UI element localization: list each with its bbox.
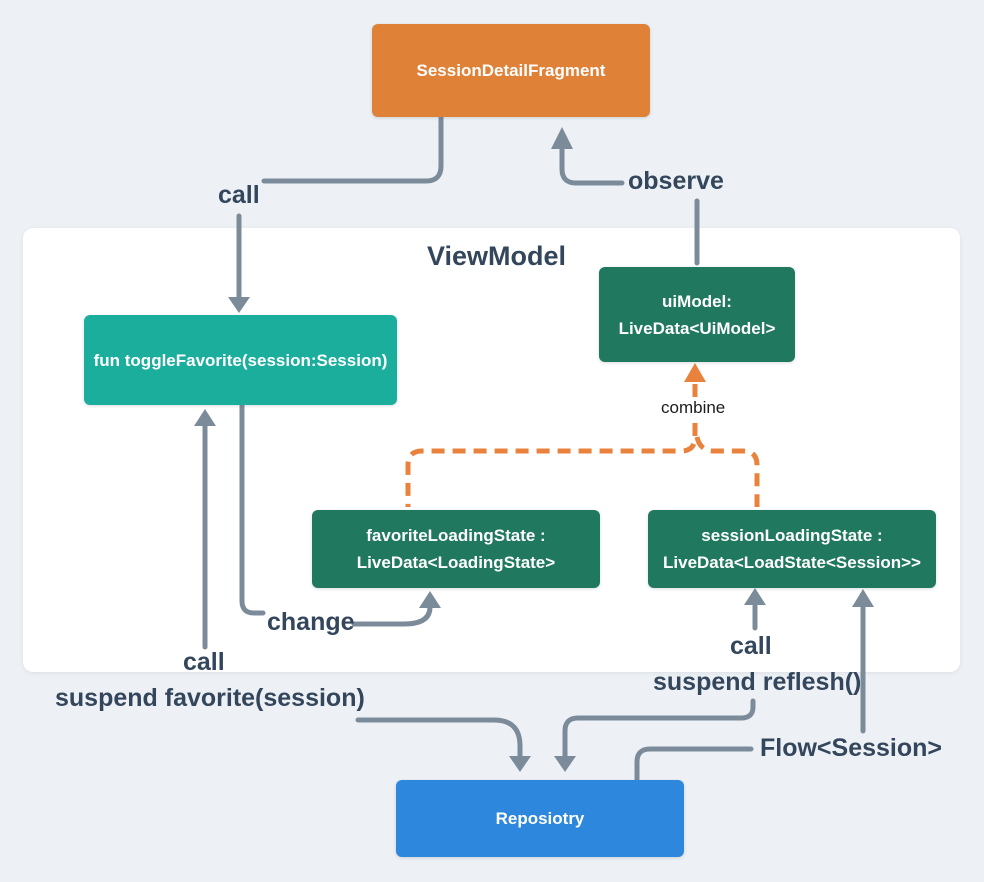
node-ui-model: uiModel: LiveData<UiModel> [599, 267, 795, 362]
edge-label-suspend-reflesh: suspend reflesh() [653, 668, 862, 696]
node-toggle-favorite-label: fun toggleFavorite(session:Session) [93, 350, 388, 370]
edge-label-change: change [267, 608, 355, 636]
node-repository-label: Reposiotry [495, 809, 585, 828]
node-session-detail-fragment-label: SessionDetailFragment [416, 61, 606, 80]
edge-suspend-favorite [355, 717, 523, 760]
node-ui-model-line1: uiModel: [662, 291, 732, 311]
arrowhead-into-repository-left [509, 756, 531, 772]
node-toggle-favorite: fun toggleFavorite(session:Session) [84, 315, 397, 405]
node-favorite-loading-state-line2: LiveData<LoadingState> [356, 553, 556, 572]
node-session-detail-fragment: SessionDetailFragment [372, 24, 650, 117]
edge-label-call-left: call [183, 648, 225, 676]
node-session-loading-state-line1: sessionLoadingState : [701, 526, 883, 545]
viewmodel-panel [23, 228, 960, 672]
node-session-loading-state-line2: LiveData<LoadState<Session>> [663, 553, 921, 572]
edge-observe-upper [559, 145, 625, 186]
node-ui-model-label: uiModel: LiveData<UiModel> [619, 288, 776, 342]
edge-label-flow-session: Flow<Session> [760, 734, 943, 762]
edge-call-top-upper [261, 114, 444, 184]
node-favorite-loading-state-label: favoriteLoadingState : LiveData<LoadingS… [357, 522, 555, 576]
edge-label-call-top: call [218, 181, 260, 209]
node-favorite-loading-state-line1: favoriteLoadingState : [366, 526, 546, 545]
node-repository: Reposiotry [396, 780, 684, 857]
edge-label-combine: combine [661, 398, 726, 417]
edge-label-observe: observe [628, 167, 724, 195]
viewmodel-panel-title: ViewModel [427, 241, 567, 271]
edge-label-suspend-favorite: suspend favorite(session) [55, 684, 365, 712]
node-session-loading-state-label: sessionLoadingState : LiveData<LoadState… [663, 522, 921, 576]
node-favorite-loading-state: favoriteLoadingState : LiveData<LoadingS… [312, 510, 600, 588]
node-session-loading-state: sessionLoadingState : LiveData<LoadState… [648, 510, 936, 588]
edge-suspend-reflesh [562, 698, 756, 760]
node-ui-model-line2: LiveData<UiModel> [618, 318, 776, 338]
arrowhead-into-repository-right [554, 756, 576, 772]
arrowhead-into-fragment-bottom [551, 127, 573, 149]
edge-flow-from-repository [634, 746, 754, 782]
edge-label-call-right: call [730, 632, 772, 660]
